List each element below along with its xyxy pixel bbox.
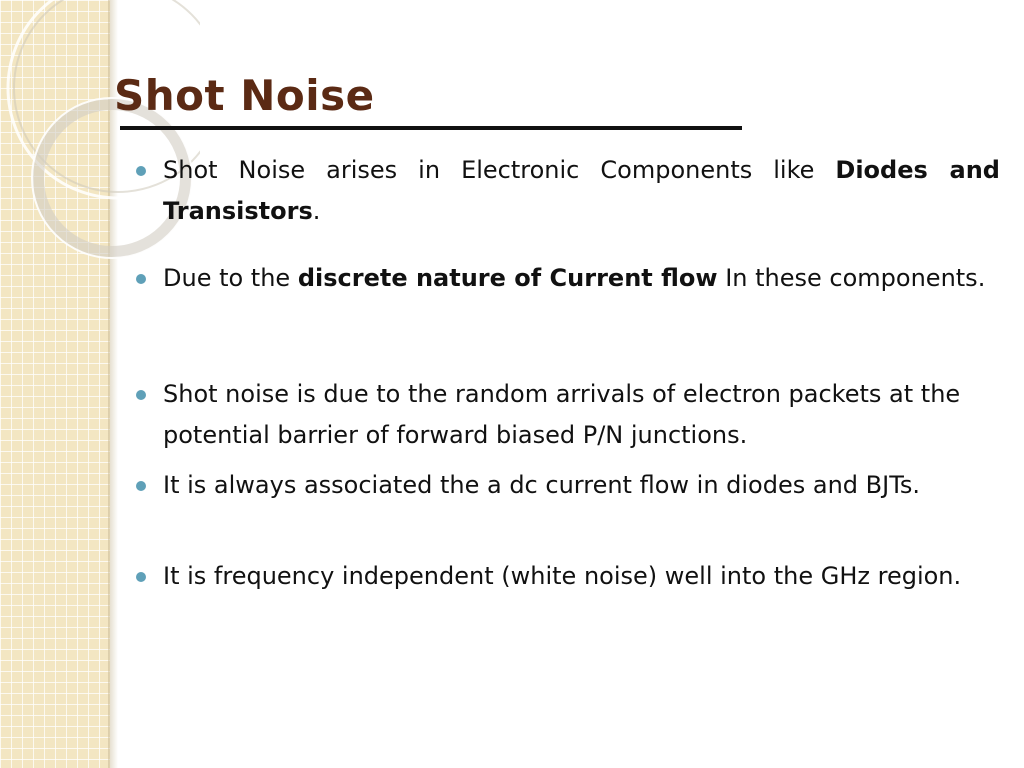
- bullet-text: Shot Noise arises in Electronic Componen…: [163, 156, 836, 184]
- bullet-item: Shot Noise arises in Electronic Componen…: [134, 150, 1000, 258]
- bullet-text: Due to the: [163, 264, 298, 292]
- bullet-text: .: [312, 197, 321, 225]
- bullet-bold-text: Diodes and Transistors: [163, 156, 1000, 225]
- bullet-text: It is always associated the a dc current…: [163, 471, 921, 499]
- bullet-text: It is frequency independent (white noise…: [163, 562, 962, 590]
- bullet-dot-icon: [136, 481, 146, 491]
- bullet-dot-icon: [136, 166, 146, 176]
- bullet-list: Shot Noise arises in Electronic Componen…: [134, 150, 1000, 638]
- bullet-bold-text: discrete nature of Current flow: [297, 264, 718, 292]
- bullet-item: Due to the discrete nature of Current fl…: [134, 258, 1000, 374]
- bullet-text: Shot noise is due to the random arrivals…: [163, 380, 961, 449]
- bullet-item: It is always associated the a dc current…: [134, 465, 1000, 556]
- bullet-dot-icon: [136, 572, 146, 582]
- bullet-item: Shot noise is due to the random arrivals…: [134, 374, 1000, 465]
- bullet-text: In these components.: [717, 264, 986, 292]
- slide-title: Shot Noise: [114, 71, 375, 120]
- bullet-item: It is frequency independent (white noise…: [134, 556, 1000, 638]
- decorative-circles: [6, 0, 200, 259]
- bullet-dot-icon: [136, 390, 146, 400]
- title-underline: [120, 126, 742, 130]
- bullet-dot-icon: [136, 274, 146, 284]
- band-shadow: [108, 0, 118, 768]
